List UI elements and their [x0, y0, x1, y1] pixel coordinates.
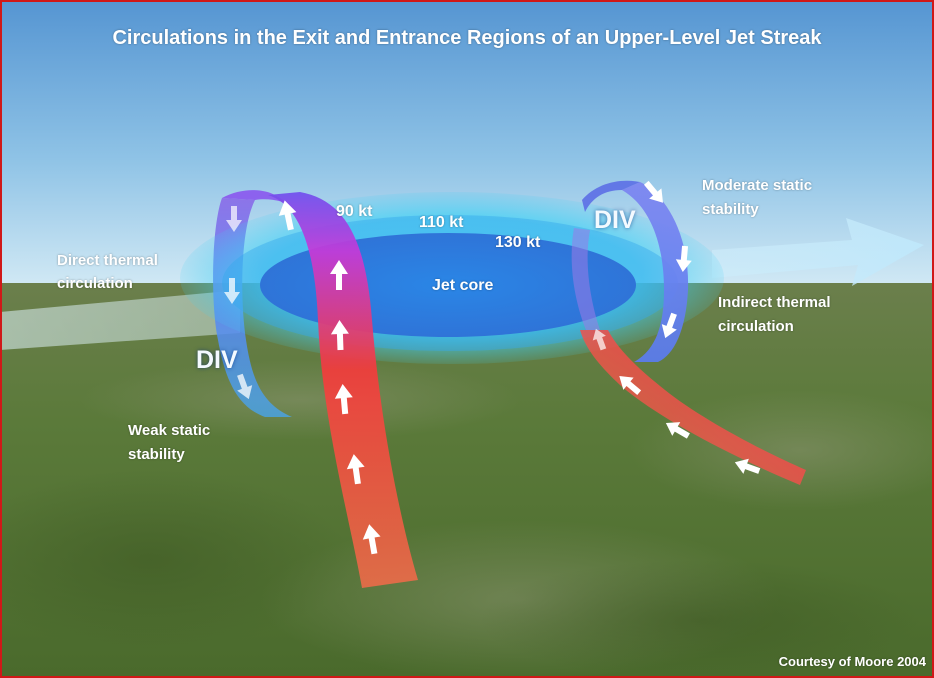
inflow-band — [0, 290, 240, 350]
flow-arrows — [224, 180, 761, 555]
credit-text: Courtesy of Moore 2004 — [778, 654, 926, 669]
down-arrow-icon — [237, 373, 253, 400]
direct-thermal-label-line2: circulation — [57, 275, 133, 292]
up-arrow-icon — [278, 200, 297, 231]
indirect-thermal-label-line2: circulation — [718, 318, 794, 335]
up-arrow-icon — [362, 524, 381, 555]
jet-core-label: Jet core — [432, 277, 494, 294]
moderate-static-label-line1: Moderate static — [702, 177, 813, 194]
left-top-arc — [222, 190, 300, 210]
weak-static-label-line1: Weak static — [128, 422, 211, 439]
down-arrow-icon — [226, 206, 242, 232]
div-label-entrance: DIV — [196, 346, 238, 374]
indirect-thermal-label-line1: Indirect thermal — [718, 294, 831, 311]
down-arrow-icon — [661, 312, 677, 339]
right-rising-ribbon — [580, 330, 806, 485]
up-arrow-icon — [734, 458, 761, 474]
up-arrow-icon — [330, 260, 348, 290]
moderate-static-label-line2: stability — [702, 201, 759, 218]
up-arrow-icon — [330, 320, 349, 351]
up-arrow-icon — [619, 376, 642, 396]
down-arrow-icon — [643, 180, 663, 203]
outflow-arrow — [712, 218, 924, 286]
diagram-title: Circulations in the Exit and Entrance Re… — [112, 27, 822, 49]
up-arrow-icon — [665, 422, 690, 439]
up-arrow-icon — [334, 384, 353, 415]
isotach-130-label: 130 kt — [495, 234, 541, 251]
right-back-strip — [571, 228, 600, 330]
down-arrow-icon — [224, 278, 240, 304]
direct-thermal-label-line1: Direct thermal — [57, 252, 158, 269]
down-arrow-icon — [675, 245, 692, 272]
isotach-90-label: 90 kt — [336, 203, 373, 220]
weak-static-label-line2: stability — [128, 446, 185, 463]
div-label-exit: DIV — [594, 206, 636, 234]
up-arrow-icon — [592, 328, 607, 351]
isotach-110-label: 110 kt — [419, 214, 464, 231]
right-top-arc — [582, 180, 640, 212]
up-arrow-icon — [346, 454, 365, 485]
